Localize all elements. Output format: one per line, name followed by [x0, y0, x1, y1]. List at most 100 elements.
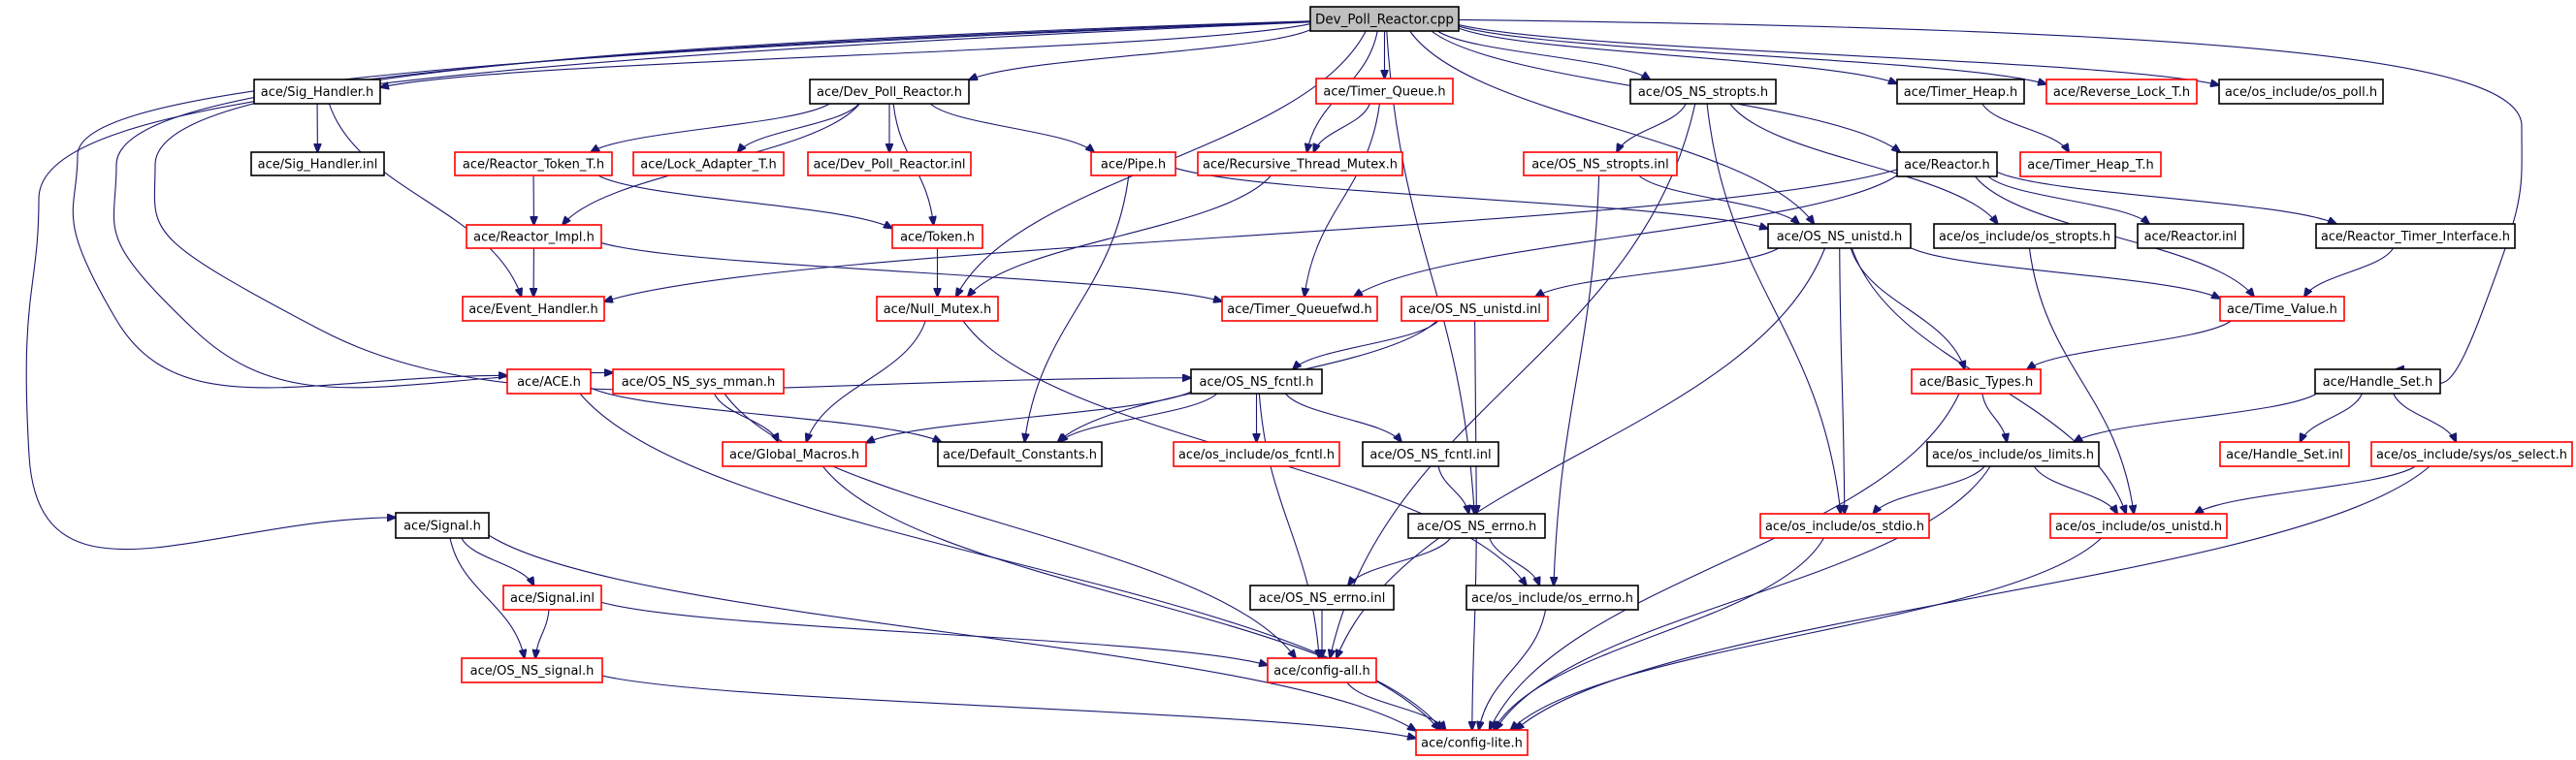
node-reactor-timer-interface-h[interactable]: ace/Reactor_Timer_Interface.h [2315, 223, 2516, 249]
node-box[interactable] [2045, 79, 2198, 105]
node-box[interactable] [2049, 513, 2228, 539]
node-os-ns-unistd-h[interactable]: ace/OS_NS_unistd.h [1767, 223, 1912, 249]
node-box[interactable] [1415, 729, 1529, 756]
node-box[interactable] [612, 368, 785, 395]
node-box[interactable] [253, 79, 381, 105]
node-box[interactable] [1249, 585, 1395, 611]
node-box[interactable] [1173, 441, 1340, 467]
node-os-poll-h[interactable]: ace/os_include/os_poll.h [2218, 79, 2384, 105]
node-box[interactable] [502, 585, 602, 611]
node-timer-heap-h[interactable]: ace/Timer_Heap.h [1896, 79, 2025, 105]
node-os-unistd-h[interactable]: ace/os_include/os_unistd.h [2049, 513, 2228, 539]
node-box[interactable] [2219, 441, 2350, 467]
node-box[interactable] [462, 296, 605, 322]
node-timer-queuefwd-h[interactable]: ace/Timer_Queuefwd.h [1221, 296, 1378, 322]
node-reactor-h[interactable]: ace/Reactor.h [1896, 151, 1998, 177]
node-os-ns-fcntl-inl[interactable]: ace/OS_NS_fcntl.inl [1362, 441, 1499, 467]
node-box[interactable] [2219, 296, 2345, 322]
node-reverse-lock-t-h[interactable]: ace/Reverse_Lock_T.h [2045, 79, 2198, 105]
node-token-h[interactable]: ace/Token.h [891, 224, 983, 249]
node-root[interactable]: Dev_Poll_Reactor.cpp [1309, 6, 1460, 32]
node-reactor-impl-h[interactable]: ace/Reactor_Impl.h [466, 224, 602, 249]
node-timer-heap-t-h[interactable]: ace/Timer_Heap_T.h [2019, 151, 2162, 177]
node-reactor-token-t-h[interactable]: ace/Reactor_Token_T.h [454, 151, 613, 176]
node-box[interactable] [1629, 79, 1777, 105]
node-box[interactable] [506, 368, 592, 395]
node-box[interactable] [1933, 223, 2116, 249]
node-os-ns-unistd-inl[interactable]: ace/OS_NS_unistd.inl [1401, 296, 1549, 322]
node-os-ns-fcntl-h[interactable]: ace/OS_NS_fcntl.h [1190, 368, 1323, 395]
node-box[interactable] [1197, 151, 1403, 176]
node-event-handler-h[interactable]: ace/Event_Handler.h [462, 296, 605, 322]
node-box[interactable] [1896, 79, 2025, 105]
node-box[interactable] [632, 151, 785, 176]
node-box[interactable] [1465, 585, 1639, 611]
node-timer-queue-h[interactable]: ace/Timer_Queue.h [1315, 78, 1454, 105]
node-box[interactable] [1523, 151, 1678, 176]
node-os-fcntl-h[interactable]: ace/os_include/os_fcntl.h [1173, 441, 1340, 467]
node-handle-set-h[interactable]: ace/Handle_Set.h [2314, 368, 2441, 395]
node-config-lite-h[interactable]: ace/config-lite.h [1415, 729, 1529, 756]
node-box[interactable] [809, 79, 970, 105]
node-global-macros-h[interactable]: ace/Global_Macros.h [722, 441, 867, 467]
node-config-all-h[interactable]: ace/config-all.h [1267, 657, 1377, 683]
node-box[interactable] [1221, 296, 1378, 322]
node-os-errno-h[interactable]: ace/os_include/os_errno.h [1465, 585, 1639, 611]
node-box[interactable] [1267, 657, 1377, 683]
node-os-ns-errno-h[interactable]: ace/OS_NS_errno.h [1407, 513, 1546, 539]
node-ace-h[interactable]: ace/ACE.h [506, 368, 592, 395]
node-box[interactable] [1090, 151, 1176, 176]
node-box[interactable] [2370, 441, 2573, 467]
node-box[interactable] [1362, 441, 1499, 467]
node-os-stropts-h[interactable]: ace/os_include/os_stropts.h [1933, 223, 2116, 249]
node-handle-set-inl[interactable]: ace/Handle_Set.inl [2219, 441, 2350, 467]
node-box[interactable] [1309, 6, 1460, 32]
node-null-mutex-h[interactable]: ace/Null_Mutex.h [876, 296, 999, 322]
node-box[interactable] [2218, 79, 2384, 105]
node-default-constants-h[interactable]: ace/Default_Constants.h [937, 441, 1103, 467]
node-os-ns-stropts-h[interactable]: ace/OS_NS_stropts.h [1629, 79, 1777, 105]
node-box[interactable] [722, 441, 867, 467]
node-os-ns-signal-h[interactable]: ace/OS_NS_signal.h [461, 657, 603, 683]
node-os-ns-errno-inl[interactable]: ace/OS_NS_errno.inl [1249, 585, 1395, 611]
node-box[interactable] [807, 151, 972, 176]
node-os-stdio-h[interactable]: ace/os_include/os_stdio.h [1759, 513, 1930, 539]
node-os-limits-h[interactable]: ace/os_include/os_limits.h [1926, 441, 2100, 467]
node-signal-inl[interactable]: ace/Signal.inl [502, 585, 602, 611]
node-box[interactable] [2137, 223, 2244, 249]
node-box[interactable] [250, 151, 385, 176]
node-box[interactable] [454, 151, 613, 176]
node-reactor-inl[interactable]: ace/Reactor.inl [2137, 223, 2244, 249]
node-box[interactable] [891, 224, 983, 249]
node-box[interactable] [395, 512, 490, 539]
node-os-ns-stropts-inl[interactable]: ace/OS_NS_stropts.inl [1523, 151, 1678, 176]
node-box[interactable] [1926, 441, 2100, 467]
node-box[interactable] [2019, 151, 2162, 177]
node-box[interactable] [461, 657, 603, 683]
node-box[interactable] [1767, 223, 1912, 249]
node-time-value-h[interactable]: ace/Time_Value.h [2219, 296, 2345, 322]
node-box[interactable] [1759, 513, 1930, 539]
node-box[interactable] [2315, 223, 2516, 249]
node-box[interactable] [466, 224, 602, 249]
node-basic-types-h[interactable]: ace/Basic_Types.h [1911, 368, 2042, 395]
node-box[interactable] [1315, 78, 1454, 105]
node-box[interactable] [1407, 513, 1546, 539]
node-box[interactable] [1401, 296, 1549, 322]
node-box[interactable] [1896, 151, 1998, 177]
node-sig-handler-h[interactable]: ace/Sig_Handler.h [253, 79, 381, 105]
node-box[interactable] [876, 296, 999, 322]
node-os-select-h[interactable]: ace/os_include/sys/os_select.h [2370, 441, 2573, 467]
node-signal-h[interactable]: ace/Signal.h [395, 512, 490, 539]
node-box[interactable] [937, 441, 1103, 467]
node-pipe-h[interactable]: ace/Pipe.h [1090, 151, 1176, 176]
node-recursive-thread-mutex-h[interactable]: ace/Recursive_Thread_Mutex.h [1197, 151, 1403, 176]
node-box[interactable] [1190, 368, 1323, 395]
node-dev-poll-reactor-inl[interactable]: ace/Dev_Poll_Reactor.inl [807, 151, 972, 176]
node-dev-poll-reactor-h[interactable]: ace/Dev_Poll_Reactor.h [809, 79, 970, 105]
node-box[interactable] [1911, 368, 2042, 395]
node-lock-adapter-t-h[interactable]: ace/Lock_Adapter_T.h [632, 151, 785, 176]
node-sig-handler-inl[interactable]: ace/Sig_Handler.inl [250, 151, 385, 176]
node-os-ns-sys-mman-h[interactable]: ace/OS_NS_sys_mman.h [612, 368, 785, 395]
node-box[interactable] [2314, 368, 2441, 395]
